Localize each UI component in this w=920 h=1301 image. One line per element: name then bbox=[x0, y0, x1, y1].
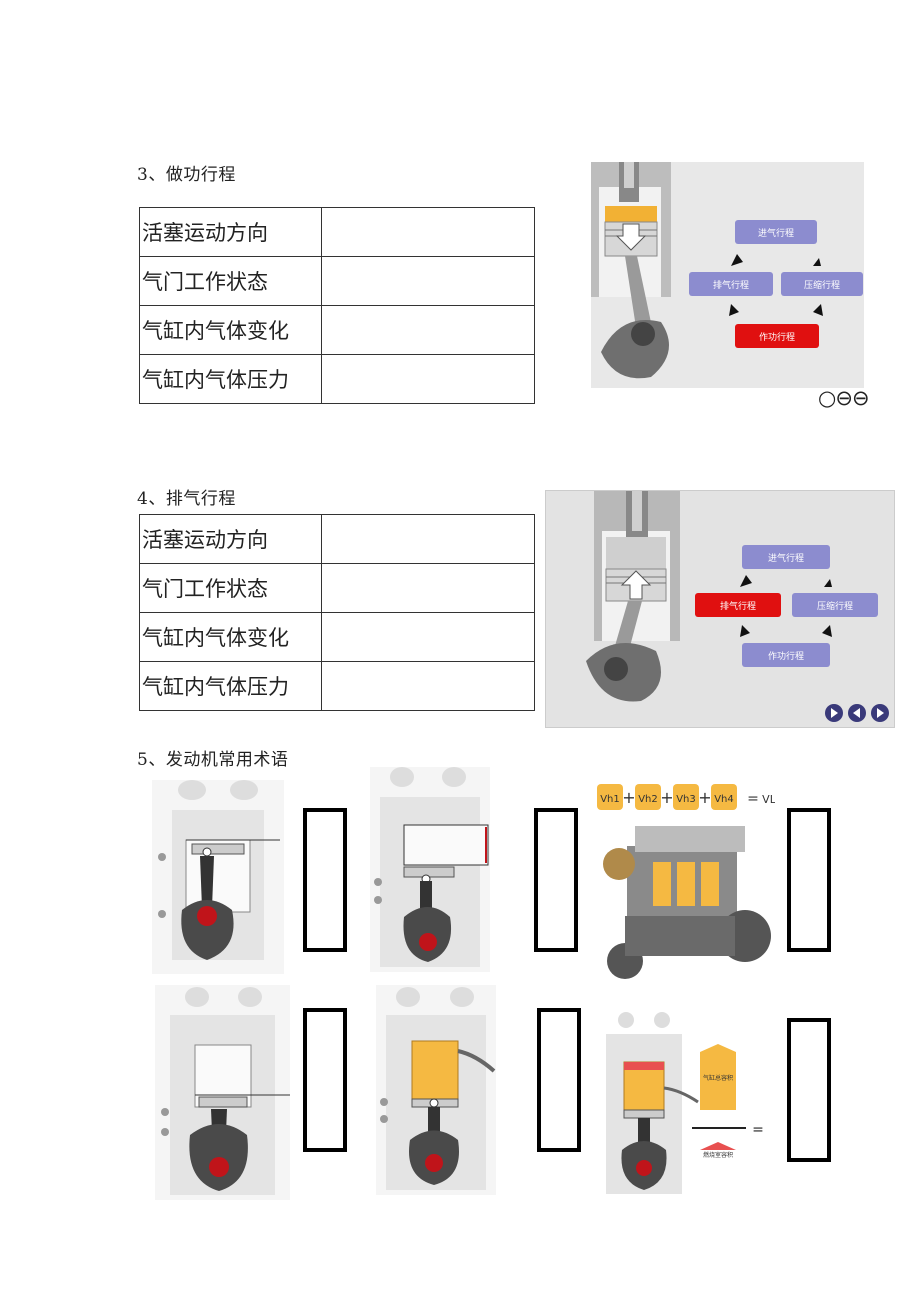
intake-stroke-label: 进气行程 bbox=[758, 227, 794, 239]
answer-cell[interactable] bbox=[321, 207, 535, 257]
exhaust-stroke-table: 活塞运动方向 气门工作状态 气缸内气体变化 气缸内气体压力 bbox=[139, 514, 535, 711]
svg-text:+: + bbox=[698, 788, 711, 807]
tdc-illustration bbox=[152, 780, 284, 974]
answer-cell[interactable] bbox=[321, 612, 535, 662]
bdc-illustration bbox=[155, 985, 290, 1200]
row-label: 气缸内气体压力 bbox=[139, 354, 322, 404]
compression-stroke-label: 压缩行程 bbox=[804, 279, 840, 291]
formula-result: VL bbox=[762, 793, 775, 806]
row-label: 活塞运动方向 bbox=[139, 514, 322, 564]
circle-icon[interactable]: ○ bbox=[818, 386, 836, 410]
formula-term: Vh1 bbox=[600, 794, 620, 805]
term-answer-box[interactable] bbox=[534, 808, 578, 952]
row-label: 气门工作状态 bbox=[139, 256, 322, 306]
table-row: 气缸内气体压力 bbox=[139, 661, 535, 711]
exhaust-stroke-label: 排气行程 bbox=[720, 600, 756, 612]
exhaust-stroke-diagram: 进气行程 排气行程 压缩行程 作功行程 bbox=[545, 490, 895, 728]
answer-cell[interactable] bbox=[321, 514, 535, 564]
swept-volume-illustration bbox=[376, 985, 496, 1195]
term-answer-box[interactable] bbox=[787, 808, 831, 952]
compression-stroke-label: 压缩行程 bbox=[817, 600, 853, 612]
row-label: 气缸内气体变化 bbox=[139, 612, 322, 662]
table-row: 气缸内气体变化 bbox=[139, 305, 535, 355]
next-icon[interactable]: ⊖ bbox=[851, 386, 870, 410]
compression-ratio-illustration: 气缸总容积 = 燃烧室容积 bbox=[600, 1010, 770, 1198]
power-stroke-diagram: 进气行程 排气行程 压缩行程 作功行程 bbox=[591, 162, 864, 388]
answer-cell[interactable] bbox=[321, 661, 535, 711]
answer-cell[interactable] bbox=[321, 256, 535, 306]
table-row: 活塞运动方向 bbox=[139, 514, 535, 564]
svg-text:+: + bbox=[622, 788, 635, 807]
section-4-heading: 4、排气行程 bbox=[137, 489, 236, 509]
formula: Vh1 + Vh2 + Vh3 + Vh4 = VL bbox=[597, 784, 775, 810]
nav-controls: ○⊖⊖ bbox=[818, 386, 870, 410]
table-row: 气缸内气体变化 bbox=[139, 612, 535, 662]
table-row: 活塞运动方向 bbox=[139, 207, 535, 257]
formula-term: Vh2 bbox=[638, 794, 658, 805]
row-label: 气缸内气体变化 bbox=[139, 305, 322, 355]
section-3-heading: 3、做功行程 bbox=[137, 165, 236, 185]
svg-text:=: = bbox=[752, 1122, 764, 1138]
stroke-cycle: 进气行程 排气行程 压缩行程 作功行程 bbox=[689, 220, 863, 348]
displacement-illustration: Vh1 + Vh2 + Vh3 + Vh4 = VL bbox=[595, 776, 775, 994]
table-row: 气门工作状态 bbox=[139, 563, 535, 613]
term-answer-box[interactable] bbox=[787, 1018, 831, 1162]
formula-term: Vh4 bbox=[714, 794, 734, 805]
answer-cell[interactable] bbox=[321, 305, 535, 355]
nav-buttons bbox=[825, 704, 889, 722]
table-row: 气缸内气体压力 bbox=[139, 354, 535, 404]
power-stroke-label: 作功行程 bbox=[768, 650, 804, 662]
combustion-chamber-label: 燃烧室容积 bbox=[703, 1151, 733, 1159]
term-answer-box[interactable] bbox=[537, 1008, 581, 1152]
svg-text:+: + bbox=[660, 788, 673, 807]
intake-stroke-label: 进气行程 bbox=[768, 552, 804, 564]
section-5-heading: 5、发动机常用术语 bbox=[137, 750, 289, 770]
stroke-cycle: 进气行程 排气行程 压缩行程 作功行程 bbox=[695, 545, 878, 667]
formula-term: Vh3 bbox=[676, 794, 696, 805]
row-label: 气缸内气体压力 bbox=[139, 661, 322, 711]
power-stroke-table: 活塞运动方向 气门工作状态 气缸内气体变化 气缸内气体压力 bbox=[139, 207, 535, 404]
term-answer-box[interactable] bbox=[303, 808, 347, 952]
answer-cell[interactable] bbox=[321, 563, 535, 613]
total-volume-label: 气缸总容积 bbox=[703, 1074, 733, 1082]
prev-icon[interactable]: ⊖ bbox=[835, 386, 853, 410]
formula-equals: = bbox=[747, 791, 759, 807]
term-answer-box[interactable] bbox=[303, 1008, 347, 1152]
stroke-illustration bbox=[370, 767, 490, 972]
row-label: 气门工作状态 bbox=[139, 563, 322, 613]
exhaust-stroke-label: 排气行程 bbox=[713, 279, 749, 291]
table-row: 气门工作状态 bbox=[139, 256, 535, 306]
power-stroke-label: 作功行程 bbox=[759, 331, 795, 343]
row-label: 活塞运动方向 bbox=[139, 207, 322, 257]
answer-cell[interactable] bbox=[321, 354, 535, 404]
